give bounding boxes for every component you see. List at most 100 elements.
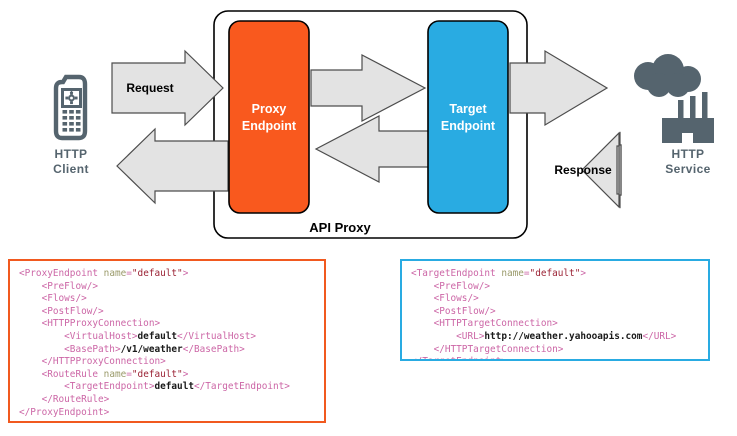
http-service-actor: HTTP Service	[634, 54, 714, 176]
target-endpoint-node: Target Endpoint	[427, 20, 509, 214]
code-line: <URL>http://weather.yahooapis.com</URL>	[411, 331, 700, 344]
code-token-tag: <VirtualHost>	[64, 330, 138, 342]
code-token-tag: </URL>	[642, 330, 677, 342]
code-token-text: default	[137, 330, 178, 342]
code-token-text: default	[154, 381, 194, 393]
http-client-label-line2: Client	[53, 162, 89, 176]
proxy-endpoint-box	[228, 20, 310, 214]
code-token-sp	[411, 281, 434, 292]
http-service-label-line2: Service	[665, 162, 711, 176]
code-token-eq: =	[126, 268, 132, 279]
code-token-sp	[19, 318, 42, 329]
code-token-tag: </RouteRule>	[41, 393, 110, 405]
code-token-tag: >	[580, 268, 587, 279]
code-line: <Flows/>	[19, 293, 316, 306]
code-token-sp	[19, 344, 64, 355]
diagram-canvas: Request Proxy Endpoint Target Endpoint R…	[53, 10, 714, 239]
code-token-sp	[19, 381, 64, 392]
code-line: </HTTPProxyConnection>	[19, 356, 316, 369]
http-client-label-line1: HTTP	[55, 147, 88, 161]
code-token-tag: <ProxyEndpoint	[19, 268, 104, 279]
code-token-sp	[19, 306, 42, 317]
http-service-label-line1: HTTP	[672, 147, 705, 161]
code-line: <RouteRule name="default">	[19, 369, 316, 382]
target-endpoint-code-block[interactable]: <TargetEndpoint name="default"> <PreFlow…	[400, 259, 710, 361]
code-token-tag: <PostFlow/>	[41, 305, 104, 317]
code-token-text: /v1/weather	[120, 343, 183, 355]
proxy-to-target-arrow	[310, 54, 427, 122]
http-client-actor: HTTP Client	[53, 74, 89, 176]
code-line: <PostFlow/>	[19, 306, 316, 319]
code-token-val: "default"	[131, 268, 183, 279]
api-proxy-caption: API Proxy	[309, 220, 371, 235]
code-line: </RouteRule>	[19, 394, 316, 407]
code-token-tag: </ProxyEndpoint>	[19, 406, 110, 418]
target-to-service-arrow	[509, 49, 609, 127]
code-token-tag: </BasePath>	[182, 343, 245, 355]
proxy-endpoint-label-line1: Proxy	[252, 102, 287, 116]
code-token-tag: <HTTPProxyConnection>	[41, 318, 161, 330]
code-line: <PreFlow/>	[411, 281, 700, 294]
code-token-tag: </TargetEndpoint>	[193, 381, 290, 393]
response-arrow-label: Response	[554, 163, 612, 177]
code-token-sp	[19, 331, 64, 342]
code-token-attr: name	[103, 368, 127, 380]
request-arrow-label: Request	[126, 81, 173, 95]
code-token-tag: </HTTPProxyConnection>	[41, 356, 166, 368]
code-token-text: http://weather.yahooapis.com	[484, 330, 643, 342]
code-token-sp	[411, 318, 434, 329]
code-line: <HTTPProxyConnection>	[19, 318, 316, 331]
code-line: <ProxyEndpoint name="default">	[19, 268, 316, 281]
code-token-sp	[411, 331, 456, 342]
code-token-sp	[411, 293, 434, 304]
code-token-tag: >	[182, 368, 189, 380]
code-token-tag: <PreFlow/>	[433, 280, 491, 292]
proxy-endpoint-node: Proxy Endpoint	[228, 20, 310, 214]
proxy-endpoint-code-block[interactable]: <ProxyEndpoint name="default"> <PreFlow/…	[8, 259, 326, 423]
request-arrow: Request	[111, 49, 224, 127]
target-endpoint-label-line1: Target	[449, 102, 487, 116]
code-line: <Flows/>	[411, 293, 700, 306]
code-line: <HTTPTargetConnection>	[411, 318, 700, 331]
code-token-val: "default"	[529, 268, 581, 279]
code-token-tag: <Flows/>	[433, 293, 479, 305]
code-token-tag: <PreFlow/>	[41, 280, 99, 292]
code-line: <VirtualHost>default</VirtualHost>	[19, 331, 316, 344]
code-line: </TargetEndpoint>	[411, 356, 700, 359]
code-line: </ProxyEndpoint>	[19, 407, 316, 420]
api-proxy-diagram: Request Proxy Endpoint Target Endpoint R…	[53, 10, 714, 239]
code-token-tag: <BasePath>	[64, 343, 121, 355]
code-token-tag: <HTTPTargetConnection>	[433, 318, 558, 330]
code-line: </HTTPTargetConnection>	[411, 344, 700, 357]
code-token-tag: <PostFlow/>	[433, 305, 496, 317]
code-token-tag: <Flows/>	[41, 293, 87, 305]
code-token-tag: <TargetEndpoint	[411, 268, 502, 279]
code-token-tag: </HTTPTargetConnection>	[433, 343, 564, 355]
code-line: <TargetEndpoint name="default">	[411, 268, 700, 281]
cloud-factory-icon	[634, 54, 714, 143]
code-token-sp	[411, 344, 434, 355]
proxy-to-client-arrow	[116, 127, 229, 205]
code-token-sp	[19, 356, 42, 367]
code-line: <TargetEndpoint>default</TargetEndpoint>	[19, 381, 316, 394]
target-endpoint-label-line2: Endpoint	[441, 119, 496, 133]
code-line: <PreFlow/>	[19, 281, 316, 294]
code-line: <PostFlow/>	[411, 306, 700, 319]
code-token-val: "default"	[131, 368, 183, 380]
code-token-sp	[19, 369, 42, 380]
response-arrow: Response	[554, 131, 622, 209]
code-token-tag: </VirtualHost>	[177, 330, 257, 342]
code-token-sp	[19, 293, 42, 304]
code-line: <BasePath>/v1/weather</BasePath>	[19, 344, 316, 357]
code-token-tag: <TargetEndpoint>	[64, 381, 155, 393]
code-token-attr: name	[501, 268, 524, 279]
code-token-sp	[19, 394, 42, 405]
proxy-endpoint-label-line2: Endpoint	[242, 119, 297, 133]
code-token-sp	[411, 306, 434, 317]
code-token-tag: >	[182, 268, 189, 279]
code-token-tag: <URL>	[456, 330, 485, 342]
mobile-phone-icon	[53, 74, 88, 141]
target-endpoint-box	[427, 20, 509, 214]
target-to-proxy-arrow	[314, 115, 431, 183]
code-token-attr: name	[103, 268, 127, 279]
